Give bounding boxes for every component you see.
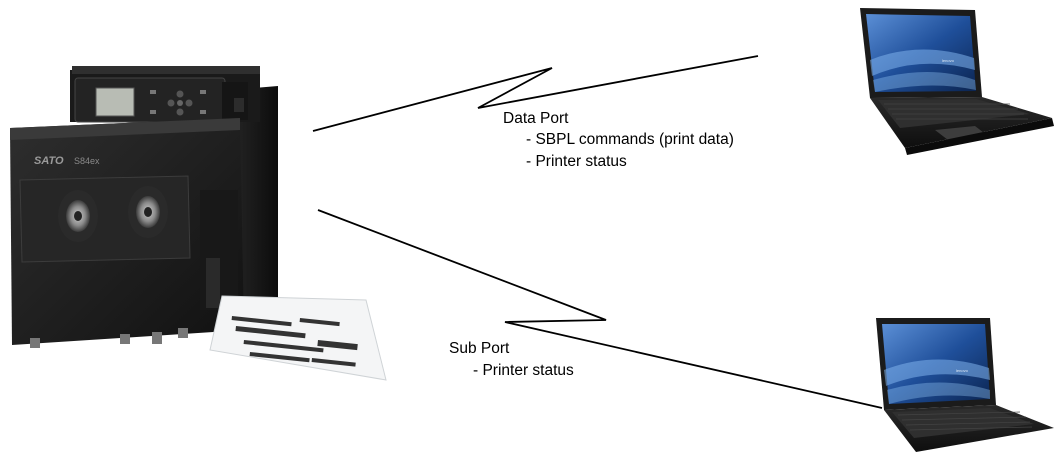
printer: SATO S84ex <box>10 66 387 381</box>
lcd-display <box>95 87 135 117</box>
ribbon-spool-left <box>58 190 98 242</box>
sub-port-connection <box>317 209 883 409</box>
data-port-connection <box>312 55 759 132</box>
data-port-item: - Printer status <box>526 153 627 170</box>
laptop-brand: lenovo <box>956 368 969 373</box>
laptop-top: lenovo <box>860 8 1054 155</box>
sub-port-title: Sub Port <box>449 340 510 357</box>
ribbon-spool-right <box>128 186 168 238</box>
operator-panel <box>74 77 226 123</box>
data-port-item: - SBPL commands (print data) <box>526 131 734 148</box>
sub-port-item: - Printer status <box>473 362 574 379</box>
laptop-bottom: lenovo <box>876 318 1054 452</box>
printer-model: S84ex <box>74 156 100 166</box>
laptop-brand: lenovo <box>942 58 955 63</box>
printer-brand: SATO <box>34 155 64 167</box>
data-port-title: Data Port <box>503 110 569 127</box>
printed-label <box>209 295 387 381</box>
